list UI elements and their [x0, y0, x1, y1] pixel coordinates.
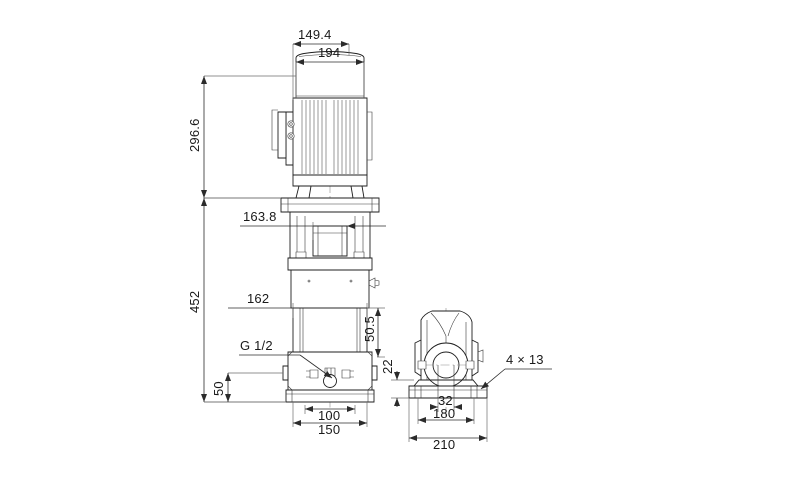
- side-base-plate: [408, 379, 488, 399]
- front-elevation-view: [271, 51, 380, 418]
- dimension-side-base-width: 210: [408, 398, 488, 452]
- dimension-label-194: 194: [318, 45, 340, 60]
- dimension-base-thickness: 22: [380, 359, 414, 407]
- dimension-side-port-width: 32: [430, 393, 462, 412]
- dimension-label-162: 162: [247, 291, 269, 306]
- annotation-label-4x13: 4 × 13: [506, 352, 544, 367]
- side-base-view: [408, 308, 488, 418]
- dimension-label-32: 32: [438, 393, 453, 408]
- dimension-base-outer-width: 150: [292, 402, 368, 437]
- coupling-lantern: [289, 211, 371, 259]
- dimension-label-22: 22: [380, 359, 395, 374]
- dimension-motor-offset-width: 149.4: [292, 27, 350, 100]
- side-port-bolts: [417, 360, 475, 370]
- dimension-total-height: 452: [187, 197, 286, 403]
- dimension-side-bolt-spacing: 180: [417, 398, 475, 424]
- motor-stool-flange: [280, 197, 380, 213]
- dimension-label-50: 50: [211, 381, 226, 396]
- base-plate: [285, 389, 375, 403]
- dimension-label-149-4: 149.4: [298, 27, 332, 42]
- dimension-label-210: 210: [433, 437, 455, 452]
- annotation-label-g-1-2: G 1/2: [240, 338, 273, 353]
- annotation-bolt-holes: 4 × 13: [480, 352, 552, 390]
- side-view-dimensions: 22 32 180 210: [380, 352, 552, 452]
- dimension-label-452: 452: [187, 291, 202, 313]
- motor-foot-transition: [292, 174, 368, 199]
- motor-body: [285, 97, 373, 176]
- dimension-label-100: 100: [318, 408, 340, 423]
- vent-plug: [368, 277, 380, 289]
- front-view-dimensions: 149.4 194 296.6 452: [187, 27, 386, 437]
- dimension-label-163-8: 163.8: [243, 209, 277, 224]
- dimension-base-inner-width: 100: [304, 405, 356, 423]
- dimension-label-150: 150: [318, 422, 340, 437]
- port-housing: [282, 351, 378, 391]
- pump-head-chamber: [287, 257, 380, 309]
- dimension-coupling-width: 163.8: [240, 209, 386, 240]
- dimension-chamber-width: 162: [228, 291, 368, 318]
- dimension-label-180: 180: [433, 406, 455, 421]
- drain-plug: [323, 367, 337, 388]
- annotation-drain-port: G 1/2: [239, 338, 333, 379]
- dimension-label-50-5: 50.5: [362, 316, 377, 342]
- dimension-port-center-height: 50: [204, 372, 286, 403]
- dimension-port-height: 50.5: [362, 307, 385, 358]
- dimension-label-296-6: 296.6: [187, 118, 202, 152]
- motor-terminal-box: [271, 109, 295, 159]
- side-bore-projection: [437, 365, 455, 398]
- dimension-motor-width: 194: [295, 45, 365, 98]
- side-vent-plug: [477, 349, 484, 363]
